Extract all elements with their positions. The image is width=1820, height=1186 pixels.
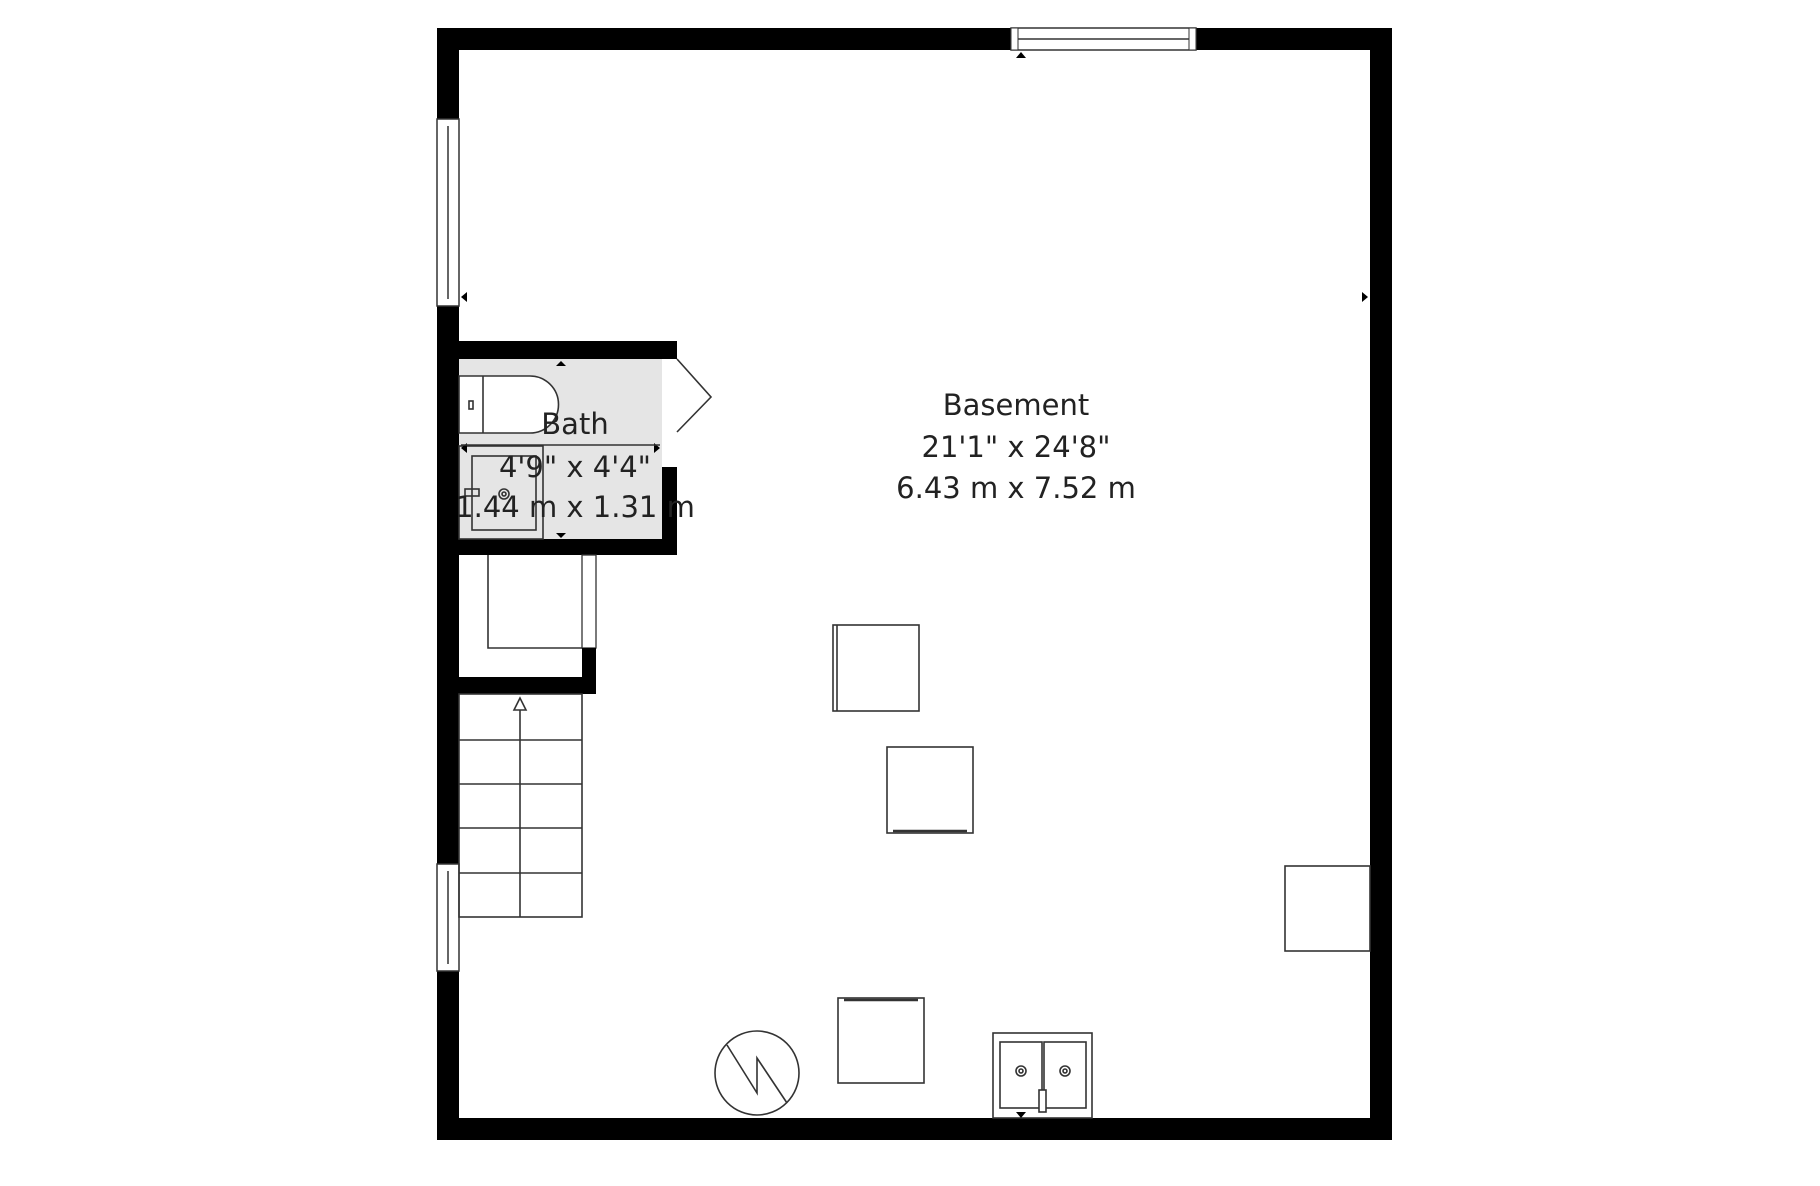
double-sink-icon xyxy=(992,1032,1093,1119)
stairs xyxy=(458,693,583,918)
water-heater-icon xyxy=(714,1030,800,1116)
stairs-up-arrow-icon xyxy=(512,696,528,711)
bath-walls xyxy=(437,341,677,555)
window-left-upper xyxy=(436,118,460,307)
appliance-box-2 xyxy=(886,746,974,834)
vanity-sink-icon xyxy=(458,445,544,540)
appliance-box-4 xyxy=(837,997,925,1084)
room-dimensions-imperial-basement: 21'1" x 24'8" xyxy=(922,430,1111,464)
dimension-markers xyxy=(461,52,1368,1118)
closet xyxy=(437,554,597,694)
window-left-lower xyxy=(436,863,460,972)
room-dimensions-metric-basement: 6.43 m x 7.52 m xyxy=(896,471,1136,505)
outer-walls xyxy=(437,28,1392,1140)
room-dimensions-metric-bath: 1.44 m x 1.31 m xyxy=(455,490,695,524)
appliance-box-3 xyxy=(1284,865,1371,952)
room-name-basement: Basement xyxy=(943,388,1089,422)
bath-door-swing xyxy=(676,358,713,433)
appliance-box-1 xyxy=(832,624,920,712)
window-top xyxy=(1010,27,1197,51)
bathtub-icon xyxy=(458,375,560,434)
room-dimensions-imperial-bath: 4'9" x 4'4" xyxy=(499,450,651,484)
room-name-bath: Bath xyxy=(541,407,608,441)
